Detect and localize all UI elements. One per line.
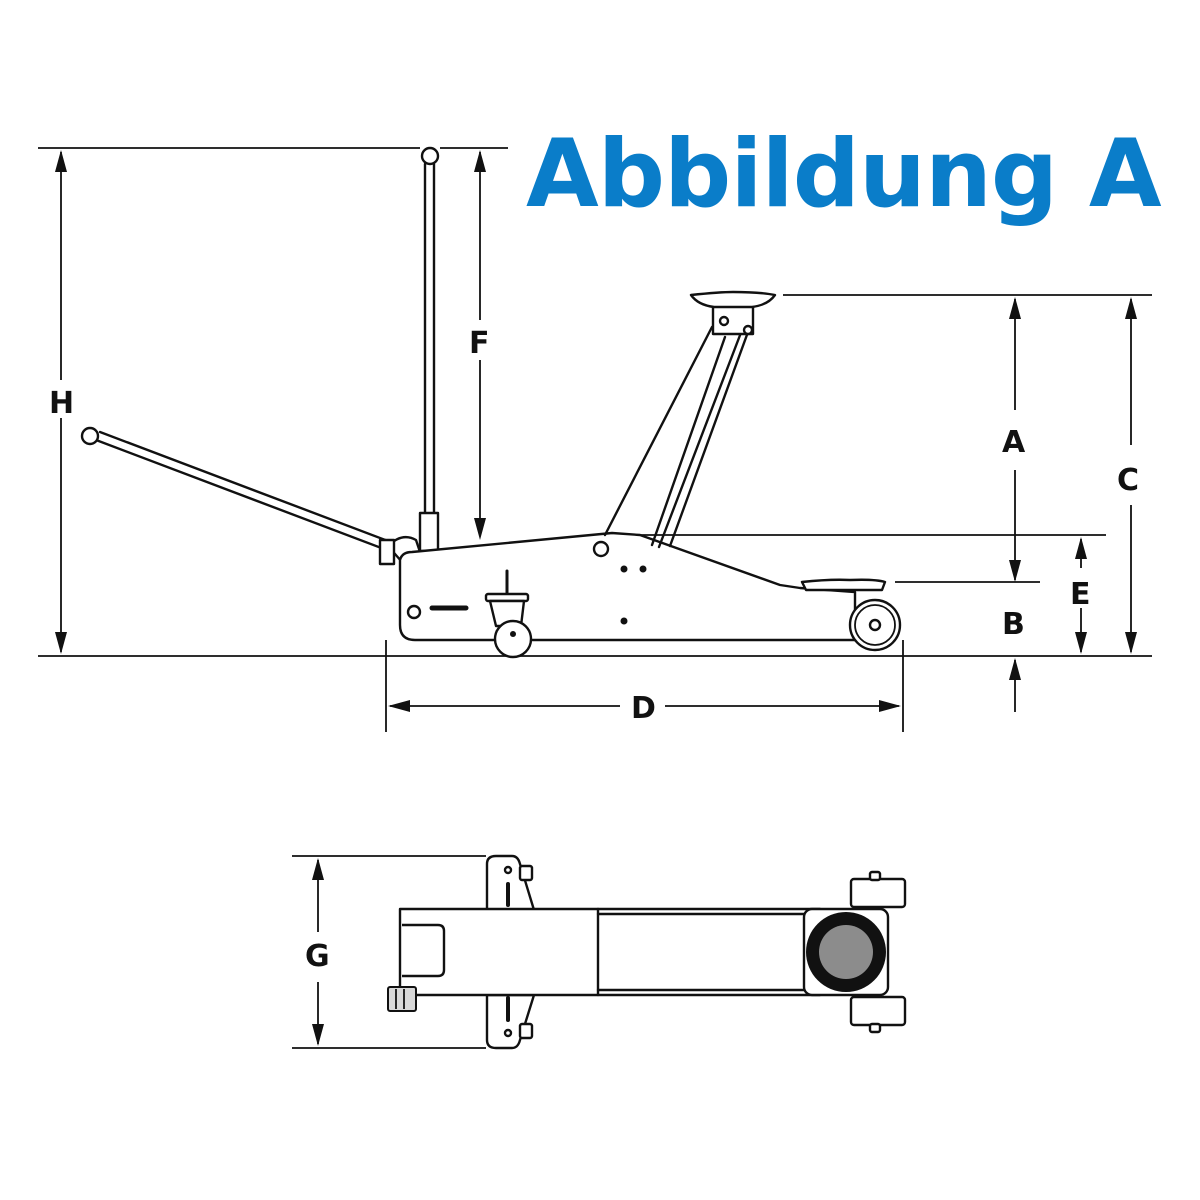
label-f: F <box>469 326 490 361</box>
top-view: G <box>292 854 907 1050</box>
handle-lowered <box>80 426 390 551</box>
reference-lines <box>38 147 1152 732</box>
label-d: D <box>631 691 656 726</box>
saddle-top <box>802 907 890 997</box>
caster-wheel <box>484 569 533 659</box>
frame-top <box>398 907 822 997</box>
figure-title: Abbildung A <box>526 120 1162 229</box>
label-b: B <box>1002 607 1025 642</box>
lift-arm <box>603 325 750 549</box>
saddle <box>689 290 777 336</box>
side-brackets <box>485 854 536 1050</box>
dimension-h: H <box>49 150 74 654</box>
label-a: A <box>1002 425 1026 460</box>
label-h: H <box>49 386 74 421</box>
saddle-lowered <box>800 578 887 592</box>
side-view: H F A B C <box>38 146 1152 732</box>
label-c: C <box>1117 463 1139 498</box>
handle-raised <box>418 146 440 553</box>
front-wheel <box>848 598 902 652</box>
dimension-b: B <box>1002 607 1025 712</box>
dimension-e: E <box>1070 537 1091 654</box>
front-wheels-top <box>849 870 907 1034</box>
dimension-f: F <box>469 150 490 540</box>
dimension-c: C <box>1117 297 1139 654</box>
jack-body <box>398 531 857 642</box>
dimension-d: D <box>388 691 901 726</box>
release-knob <box>387 986 417 1012</box>
dimension-a: A <box>1002 297 1026 582</box>
saddle-pad <box>819 925 873 979</box>
dimension-g: G <box>305 858 330 1046</box>
label-g: G <box>305 939 330 974</box>
label-e: E <box>1070 577 1091 612</box>
